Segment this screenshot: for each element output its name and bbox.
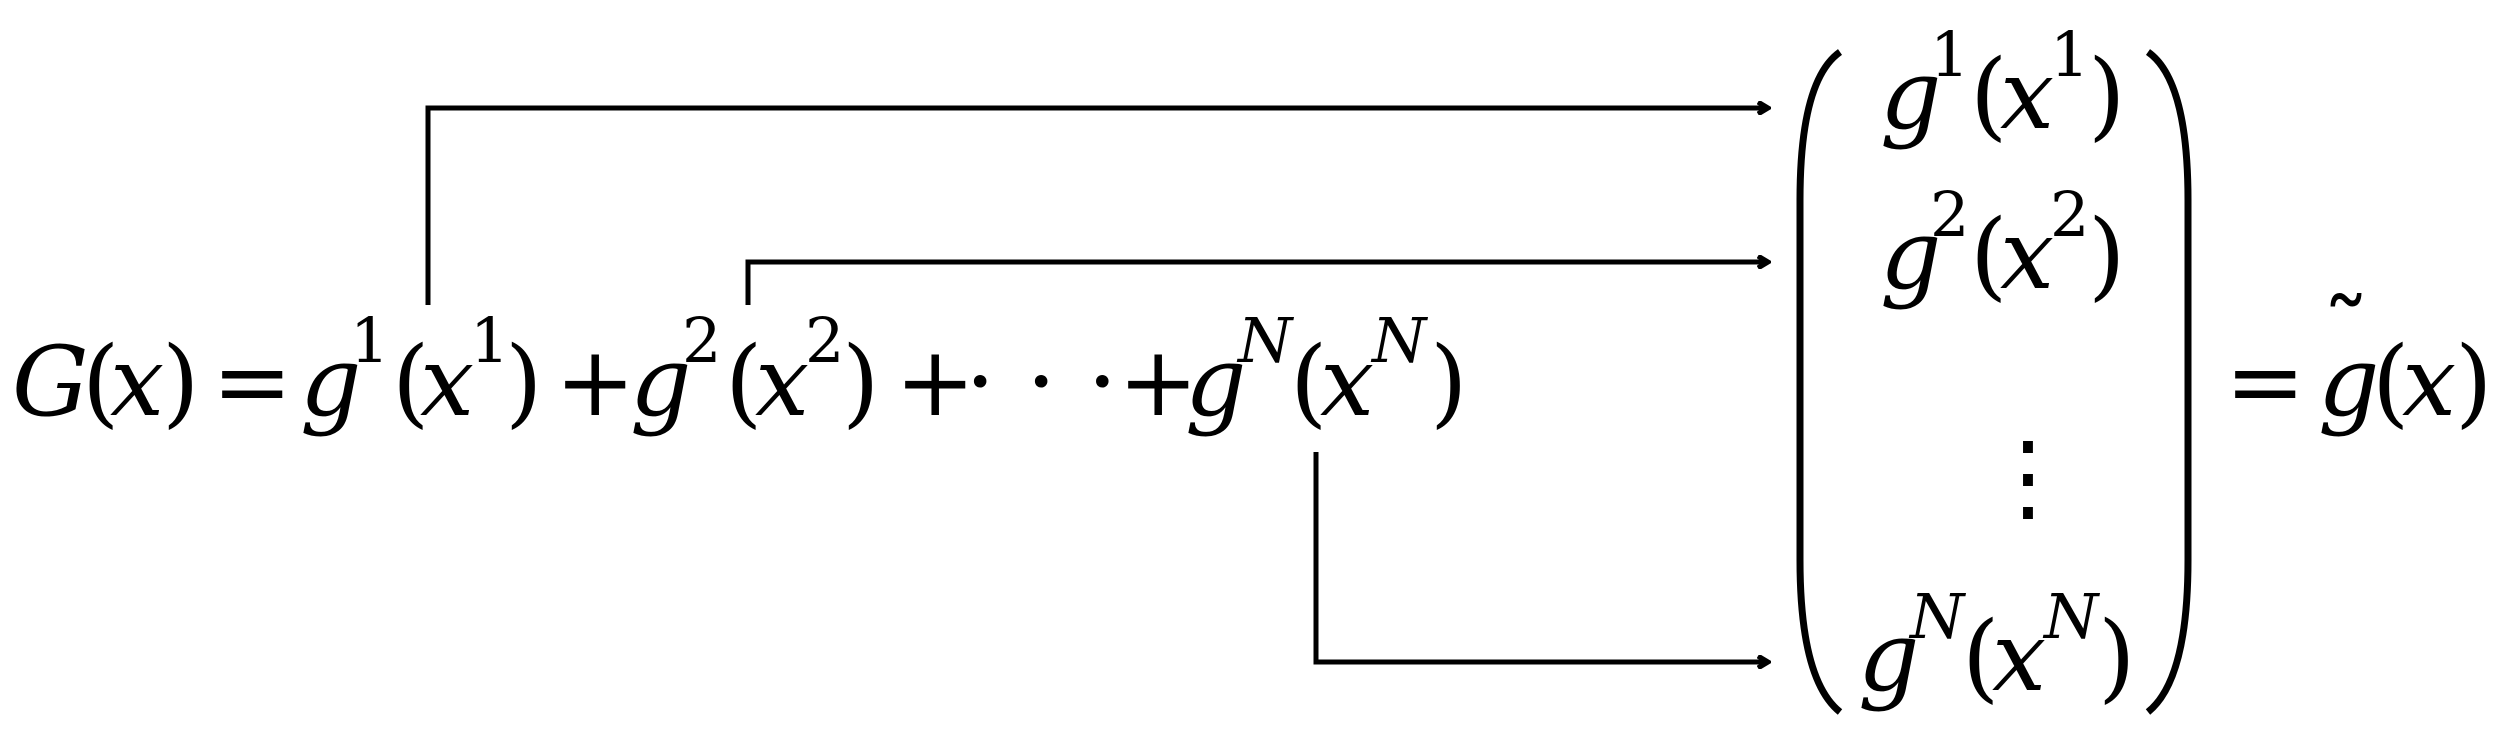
row-1-sup: 1 xyxy=(1930,18,1969,91)
plus-3: + xyxy=(1118,326,1198,438)
row-2-close-paren: ) xyxy=(2088,199,2125,311)
term-1-arg: x xyxy=(420,326,474,438)
row-1-open-paren: ( xyxy=(1970,39,2007,151)
vector-right-paren xyxy=(2145,49,2192,715)
rhs-func: g xyxy=(2318,326,2379,438)
row-n-open-paren: ( xyxy=(1962,601,1999,713)
term-n-arg: x xyxy=(1320,326,1374,438)
row-n-argsup: N xyxy=(2042,580,2101,653)
lhs-function: G xyxy=(12,326,89,438)
lhs-equals: = xyxy=(212,326,292,438)
arrow-term-n xyxy=(1313,452,1768,662)
term-2-close-paren: ) xyxy=(842,326,879,438)
vector-row-1: g 1 ( x 1 ) xyxy=(1880,18,2125,151)
plus-2: + xyxy=(895,326,975,438)
lhs-open-paren: ( xyxy=(82,326,119,438)
term-n-open-paren: ( xyxy=(1290,326,1327,438)
plus-1: + xyxy=(555,326,635,438)
term-2-arg: x xyxy=(755,326,809,438)
term-1-sup: 1 xyxy=(350,304,389,377)
term-n-sup: N xyxy=(1236,304,1295,377)
term-n-close-paren: ) xyxy=(1430,326,1467,438)
vector-left-paren xyxy=(1796,49,1843,715)
term-n-func: g xyxy=(1185,326,1246,438)
rhs-equals: = xyxy=(2225,326,2305,438)
term-1-open-paren: ( xyxy=(392,326,429,438)
rhs-close-paren: ) xyxy=(2455,326,2492,438)
row-2-open-paren: ( xyxy=(1970,199,2007,311)
arrow-term-1 xyxy=(425,108,1768,305)
rhs-expression: = g ˜ ( x ) xyxy=(2225,279,2492,438)
rhs-tilde: ˜ xyxy=(2322,279,2370,391)
row-1-close-paren: ) xyxy=(2088,39,2125,151)
term-2-sup: 2 xyxy=(682,304,721,377)
lhs-close-paren: ) xyxy=(162,326,199,438)
lhs-arg: x xyxy=(110,326,164,438)
row-1-arg: x xyxy=(2000,39,2054,151)
row-n-arg: x xyxy=(1992,601,2046,713)
term-1-close-paren: ) xyxy=(505,326,542,438)
vector-row-2: g 2 ( x 2 ) xyxy=(1880,178,2125,311)
term-2: g 2 ( x 2 ) xyxy=(630,304,879,438)
term-1: g 1 ( x 1 ) xyxy=(300,304,542,438)
term-2-open-paren: ( xyxy=(725,326,762,438)
mapping-arrows xyxy=(425,108,1768,662)
term-1-argsup: 1 xyxy=(470,304,509,377)
row-2-func: g xyxy=(1880,199,1941,311)
row-n-close-paren: ) xyxy=(2098,601,2135,713)
column-vector: g 1 ( x 1 ) g 2 ( x 2 ) ⋮ g N ( x N ) xyxy=(1796,18,2192,715)
cdots: · · · xyxy=(965,326,1118,438)
arrow-term-2 xyxy=(745,262,1768,305)
row-2-sup: 2 xyxy=(1930,178,1969,251)
main-equation: G ( x ) = g 1 ( x 1 ) + g 2 ( x 2 ) + · … xyxy=(12,304,1467,438)
rhs-arg: x xyxy=(2402,326,2456,438)
term-2-func: g xyxy=(630,326,691,438)
row-1-func: g xyxy=(1880,39,1941,151)
vector-row-n: g N ( x N ) xyxy=(1858,580,2135,713)
row-1-argsup: 1 xyxy=(2050,18,2089,91)
term-n: g N ( x N ) xyxy=(1185,304,1467,438)
term-1-func: g xyxy=(300,326,361,438)
term-n-argsup: N xyxy=(1370,304,1429,377)
term-2-argsup: 2 xyxy=(805,304,844,377)
row-n-sup: N xyxy=(1908,580,1967,653)
rhs-open-paren: ( xyxy=(2372,326,2409,438)
vector-vdots: ⋮ xyxy=(1980,421,2076,533)
row-n-func: g xyxy=(1858,601,1919,713)
row-2-argsup: 2 xyxy=(2050,178,2089,251)
row-2-arg: x xyxy=(2000,199,2054,311)
